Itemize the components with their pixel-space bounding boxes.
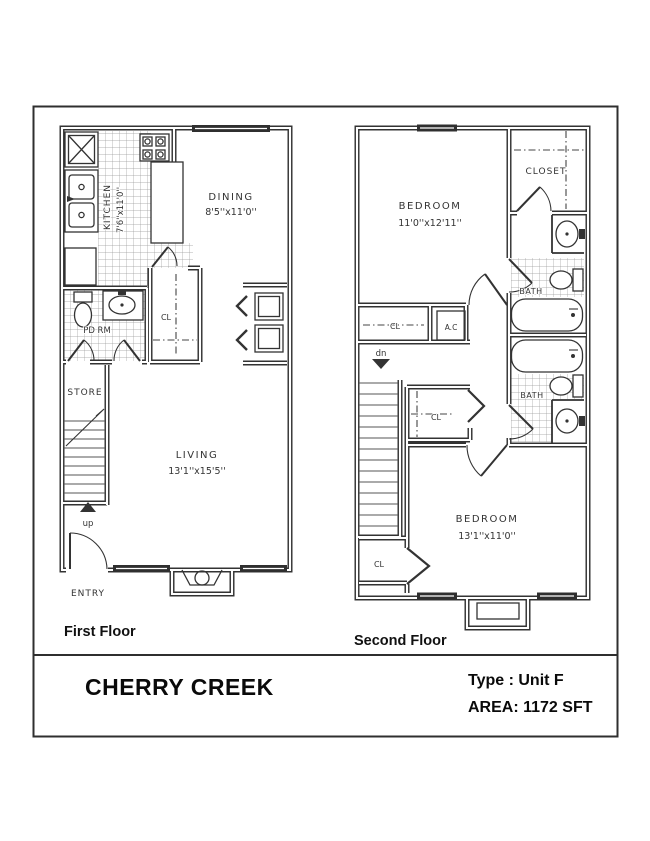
bottom-closet-label: CL xyxy=(374,560,385,569)
living-dims: 13'1''x15'5'' xyxy=(168,466,226,477)
powder-room-label: PD RM xyxy=(83,326,111,336)
window xyxy=(113,125,287,572)
second-floor-plan: BEDROOM 11'0''x12'11'' CLOSET CL A.C BAT… xyxy=(357,124,588,629)
first-floor-plan: KITCHEN 7'6''x11'0'' DINING 8'5''x11'0''… xyxy=(62,125,290,600)
store-label: STORE xyxy=(67,388,102,398)
bath2-label: BATH xyxy=(520,391,543,400)
mid-closet-dashline xyxy=(411,391,453,437)
toilet xyxy=(73,291,93,328)
door-swing xyxy=(67,339,141,362)
washer-dryer-niche xyxy=(235,292,284,353)
entry-door xyxy=(69,532,108,570)
toilet xyxy=(549,268,584,292)
bay-window xyxy=(476,602,520,620)
kitchen-cabinet xyxy=(64,247,97,286)
closet-dashline xyxy=(514,131,584,209)
kitchen-counter xyxy=(150,161,184,244)
bedroom2-dims: 13'1''x11'0'' xyxy=(458,531,516,542)
down-arrow-icon xyxy=(372,359,390,369)
dining-dims: 8'5''x11'0'' xyxy=(205,207,257,218)
bedroom1-dims: 11'0''x12'11'' xyxy=(398,218,462,229)
bathtub xyxy=(510,298,584,332)
bathtub xyxy=(510,339,584,373)
bath-door xyxy=(508,404,534,440)
kitchen-dims: 7'6''x11'0'' xyxy=(116,187,126,233)
project-title: CHERRY CREEK xyxy=(85,674,274,700)
bifold-door-icon xyxy=(235,295,248,351)
closet-label: CLOSET xyxy=(526,167,567,177)
entry-porch xyxy=(181,569,223,586)
bathroom-sink xyxy=(102,290,144,321)
bifold-door-icon xyxy=(406,547,431,585)
kitchen-sink xyxy=(64,169,99,233)
bifold-door-icon xyxy=(467,389,486,423)
kitchen-label: KITCHEN xyxy=(103,184,113,230)
closet-door xyxy=(151,246,178,268)
up-label: up xyxy=(83,519,94,529)
unit-type: Type : Unit F xyxy=(468,672,564,689)
ac-label: A.C xyxy=(445,323,458,332)
entry-label: ENTRY xyxy=(71,589,105,599)
dn-label: dn xyxy=(376,349,387,359)
staircase-up xyxy=(64,408,105,512)
sink-alcove-walls xyxy=(551,215,584,443)
first-floor-label: First Floor xyxy=(64,624,136,640)
refrigerator xyxy=(64,131,99,168)
stove xyxy=(139,133,170,162)
mid-closet-label: CL xyxy=(431,413,442,422)
dining-label: DINING xyxy=(208,192,253,203)
faucet-icon xyxy=(67,196,75,202)
bath1-label: BATH xyxy=(519,287,542,296)
ac-unit-box xyxy=(436,310,466,341)
living-label: LIVING xyxy=(176,450,219,461)
up-arrow-icon xyxy=(80,502,96,512)
bedroom1-label: BEDROOM xyxy=(399,201,462,212)
area-value: AREA: 1172 SFT xyxy=(468,699,593,716)
closet-door xyxy=(516,186,552,212)
drawing-frame xyxy=(32,105,619,738)
bathroom-sink xyxy=(555,408,585,434)
bath-door xyxy=(508,258,533,293)
window xyxy=(417,124,577,600)
entry-opening xyxy=(66,564,108,575)
bedroom-door xyxy=(466,273,508,477)
bathroom-sink xyxy=(555,220,585,248)
second-floor-label: Second Floor xyxy=(354,633,447,649)
staircase-down xyxy=(359,359,398,527)
toilet xyxy=(549,374,584,398)
bedroom2-label: BEDROOM xyxy=(456,514,519,525)
hall-closet-label: CL xyxy=(390,322,401,331)
closet-dashline xyxy=(153,274,197,356)
closet-label: CL xyxy=(161,313,172,322)
